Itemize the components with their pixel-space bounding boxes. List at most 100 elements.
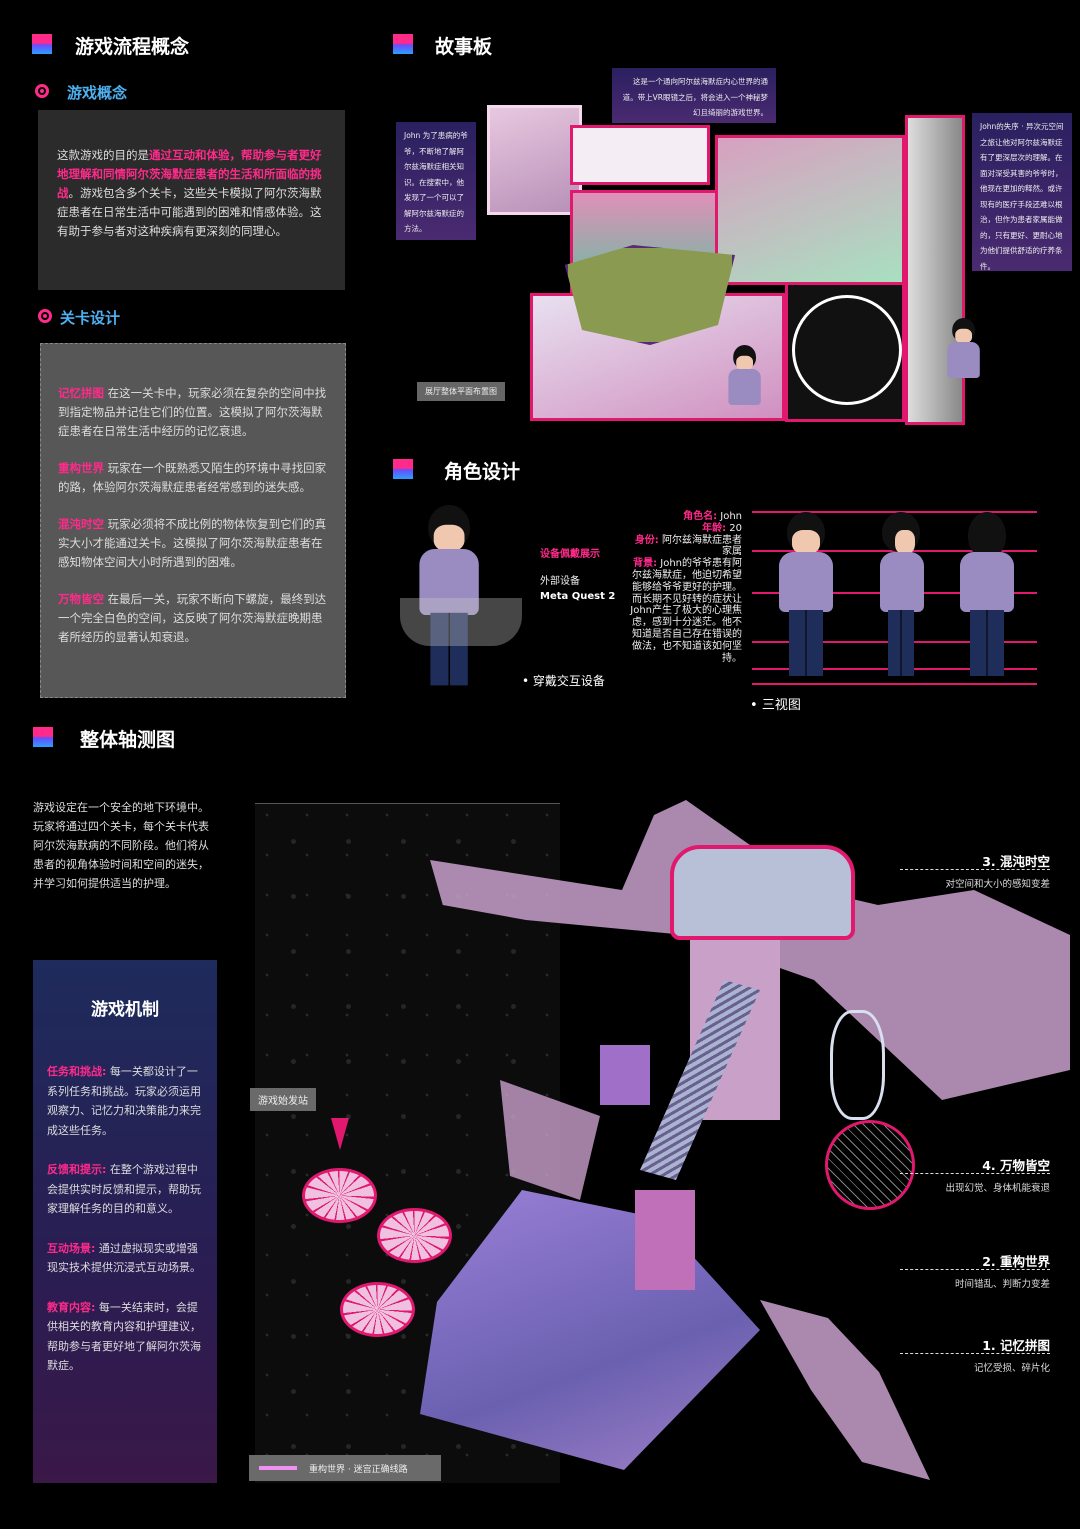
key: 身份:: [634, 534, 659, 546]
legend-label: 重构世界 · 迷宫正确线路: [309, 1465, 408, 1475]
key: 角色名:: [683, 511, 718, 522]
concept-box: 这款游戏的目的是通过互动和体验，帮助参与者更好地理解和同情阿尔茨海默症患者的生活…: [38, 110, 345, 290]
mechanic-item: 教育内容: 每一关结束时，会提供相关的教育内容和护理建议，帮助参与者更好地了解阿…: [47, 1298, 203, 1376]
dashed-line: [900, 1173, 1050, 1174]
profile-identity: 身份: 阿尔兹海默症患者家属: [630, 535, 742, 559]
level-name: 万物皆空: [58, 592, 104, 606]
divider: [255, 803, 560, 804]
device-title: 设备佩戴展示: [540, 549, 600, 560]
character-profile: 角色名: John 年龄: 20 身份: 阿尔兹海默症患者家属 背景: John…: [630, 511, 742, 664]
section-title-storyboard: 故事板: [435, 36, 493, 58]
level-name: 混沌时空: [58, 517, 104, 531]
level-text: 在这一关卡中，玩家必须在复杂的空间中找到指定物品并记住它们的位置。这模拟了阿尔茨…: [58, 386, 327, 438]
level-desc: 时间错乱、判断力变差: [954, 1279, 1050, 1290]
start-pod: [340, 1282, 415, 1337]
section-icon: [393, 34, 413, 54]
key: 教育内容:: [47, 1300, 96, 1314]
three-view-text: 三视图: [761, 698, 801, 713]
value: 20: [726, 522, 742, 534]
mechanic-item: 互动场景: 通过虚拟现实或增强现实技术提供沉浸式互动场景。: [47, 1239, 203, 1278]
section-title-axonometric: 整体轴测图: [80, 729, 176, 751]
level-design-box: 记忆拼图 在这一关卡中，玩家必须在复杂的空间中找到指定物品并记住它们的位置。这模…: [40, 343, 346, 698]
level-text: 在最后一关，玩家不断向下螺旋，最终到达一个完全白色的空间，这反映了阿尔茨海默症晚…: [58, 592, 327, 644]
level-item: 重构世界 玩家在一个既熟悉又陌生的环境中寻找回家的路，体验阿尔茨海默症患者经常感…: [58, 459, 329, 497]
level-text: 玩家必须将不成比例的物体恢复到它们的真实大小才能通过关卡。这模拟了阿尔茨海默症患…: [58, 517, 327, 569]
key: 年龄:: [702, 522, 727, 534]
panel-vr: [570, 125, 710, 185]
caption-right: John的失序 · 异次元空间之旅让他对阿尔兹海默症有了更深层次的理解。在面对深…: [972, 113, 1072, 271]
panel-garden: [715, 135, 905, 285]
value: John: [717, 511, 742, 522]
spiral-circle: [792, 295, 902, 405]
wire-globe: [825, 1120, 915, 1210]
dashed-line: [900, 869, 1050, 870]
section-icon: [32, 34, 52, 54]
key: 互动场景:: [47, 1241, 96, 1255]
mechanics-box: 游戏机制 任务和挑战: 每一关都设计了一系列任务和挑战。玩家必须运用观察力、记忆…: [33, 960, 217, 1483]
level-desc: 出现幻觉、身体机能衰退: [945, 1183, 1050, 1194]
device-label: 外部设备: [540, 576, 580, 587]
level-desc: 记忆受损、碎片化: [973, 1363, 1050, 1374]
value: 每一关结束时，会提供相关的教育内容和护理建议，帮助参与者更好地了解阿尔茨海默症。: [47, 1300, 201, 1373]
value: 通过虚拟现实或增强现实技术提供沉浸式互动场景。: [47, 1241, 201, 1275]
profile-age: 年龄: 20: [630, 523, 742, 535]
start-pod: [377, 1208, 452, 1263]
section-title-character: 角色设计: [444, 461, 521, 483]
level-name: 记忆拼图: [58, 386, 104, 400]
caption-left: John 为了患病的爷爷，不断地了解阿尔兹海默症相关知识。在搜索中，他发现了一个…: [396, 122, 476, 240]
level-title: 1. 记忆拼图: [982, 1338, 1050, 1353]
section-title-concept: 游戏流程概念: [75, 36, 190, 58]
level-item: 混沌时空 玩家必须将不成比例的物体恢复到它们的真实大小才能通过关卡。这模拟了阿尔…: [58, 515, 329, 572]
key: 背景:: [633, 558, 658, 570]
text: 这款游戏的目的是: [57, 148, 149, 162]
panel-white: [905, 115, 965, 425]
level-label-2: 2. 重构世界时间错乱、判断力变差: [900, 1251, 1050, 1290]
level-title: 3. 混沌时空: [982, 854, 1050, 869]
crystal-rocks-bottom: [760, 1300, 930, 1480]
level-item: 万物皆空 在最后一关，玩家不断向下螺旋，最终到达一个完全白色的空间，这反映了阿尔…: [58, 590, 329, 647]
guide-line: [752, 511, 1037, 513]
level-label-4: 4. 万物皆空出现幻觉、身体机能衰退: [900, 1155, 1050, 1194]
panel-reading: [487, 105, 582, 215]
text: 。游戏包含多个关卡，这些关卡模拟了阿尔茨海默症患者在日常生活中可能遇到的困难和情…: [57, 186, 322, 238]
start-station-tag: 游戏始发站: [250, 1088, 316, 1111]
value: 阿尔兹海默症患者家属: [658, 534, 742, 558]
three-view-label: • 三视图: [750, 698, 801, 713]
mechanics-title: 游戏机制: [91, 1000, 159, 1020]
start-pod: [302, 1168, 377, 1223]
key: 任务和挑战:: [47, 1065, 107, 1078]
legend-box: 重构世界 · 迷宫正确线路: [249, 1455, 441, 1481]
caption-top: 这是一个通向阿尔兹海默症内心世界的通道。带上VR眼镜之后，将会进入一个神秘梦幻且…: [612, 68, 776, 123]
guide-line: [752, 683, 1037, 685]
value: John的爷爷患有阿尔兹海默症，他迫切希望能够给爷爷更好的护理。而长期不见好转的…: [630, 558, 742, 664]
section-icon: [33, 727, 53, 747]
level-desc: 对空间和大小的感知变差: [945, 879, 1050, 890]
level-title: 2. 重构世界: [982, 1254, 1050, 1269]
concept-text: 这款游戏的目的是通过互动和体验，帮助参与者更好地理解和同情阿尔茨海默症患者的生活…: [57, 146, 327, 241]
level-text: 玩家在一个既熟悉又陌生的环境中寻找回家的路，体验阿尔茨海默症患者经常感到的迷失感…: [58, 461, 327, 494]
plan-tag: 展厅整体平面布置图: [417, 382, 505, 401]
level-label-3: 3. 混沌时空对空间和大小的感知变差: [900, 851, 1050, 890]
dashed-line: [900, 1269, 1050, 1270]
top-platform: [670, 845, 855, 940]
mechanic-item: 任务和挑战: 每一关都设计了一系列任务和挑战。玩家必须运用观察力、记忆力和决策能…: [47, 1062, 203, 1140]
spiral-slide: [830, 1010, 885, 1120]
axon-intro: 游戏设定在一个安全的地下环境中。玩家将通过四个关卡，每个关卡代表阿尔茨海默病的不…: [33, 801, 209, 890]
device-name: Meta Quest 2: [540, 591, 616, 602]
wear-label: • 穿戴交互设备: [522, 674, 605, 688]
small-house: [600, 1045, 650, 1105]
subtitle-level-design: 关卡设计: [60, 309, 121, 327]
mechanic-item: 反馈和提示: 在整个游戏过程中会提供实时反馈和提示，帮助玩家理解任务的目的和意义…: [47, 1160, 203, 1219]
device-overlay: [400, 598, 522, 646]
target-icon: [35, 84, 49, 98]
key: 反馈和提示:: [47, 1163, 107, 1176]
section-icon: [393, 459, 413, 479]
legend-line-swatch: [259, 1466, 297, 1470]
target-icon: [38, 309, 52, 323]
profile-background: 背景: John的爷爷患有阿尔兹海默症，他迫切希望能够给爷爷更好的护理。而长期不…: [630, 558, 742, 664]
highlight-text: 通过互动和体验，帮助参与者更好地理解和同情阿尔茨海默症患者的生活和所面临的挑战: [57, 148, 322, 200]
level-name: 重构世界: [58, 461, 104, 475]
level-title: 4. 万物皆空: [982, 1158, 1050, 1173]
wear-label-text: 穿戴交互设备: [532, 674, 605, 688]
value: 在整个游戏过程中会提供实时反馈和提示，帮助玩家理解任务的目的和意义。: [47, 1163, 201, 1215]
